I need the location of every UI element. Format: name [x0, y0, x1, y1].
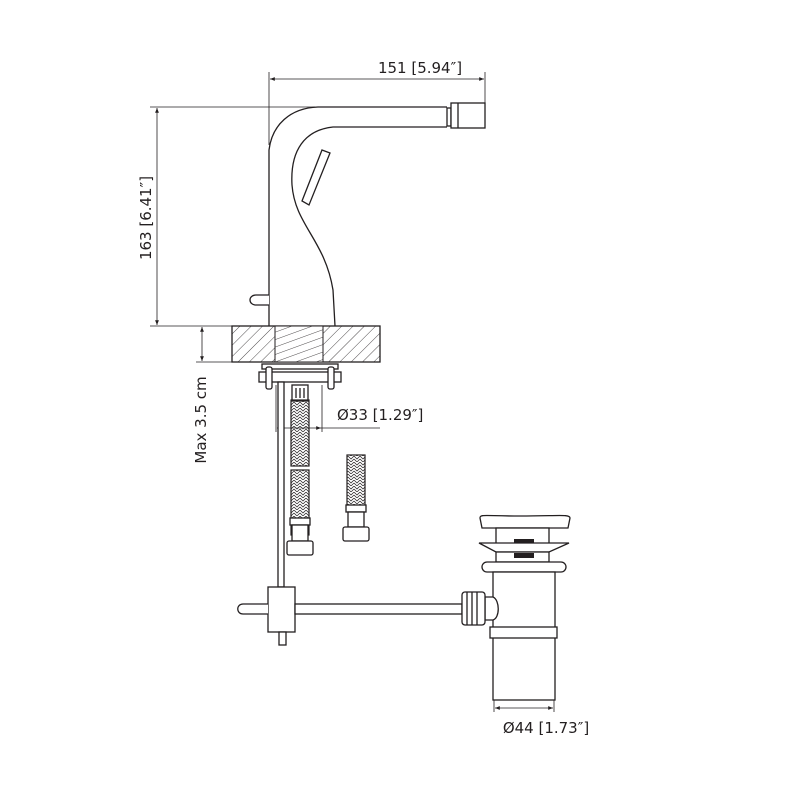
height-dimension: 163 [6.41″] — [137, 106, 315, 327]
mounting-hardware — [258, 363, 342, 402]
drain-diameter-dimension: Ø44 [1.73″] — [493, 700, 589, 737]
pop-up-drain — [461, 514, 571, 701]
drain-diameter-label: Ø44 [1.73″] — [503, 719, 589, 737]
reach-label: 151 [5.94″] — [378, 59, 462, 77]
supply-hose-1 — [286, 399, 314, 556]
lever-handle — [301, 149, 331, 206]
drain-cap — [479, 514, 571, 529]
countertop-section — [231, 325, 381, 363]
thickness-dimension: Max 3.5 cm — [192, 327, 232, 464]
height-label: 163 [6.41″] — [137, 176, 155, 260]
spout-nozzle — [450, 102, 486, 129]
supply-hose-2 — [342, 454, 370, 542]
pivot-nut — [461, 591, 486, 626]
mount-diameter-label: Ø33 [1.29″] — [337, 406, 423, 424]
pivot-rod — [294, 603, 463, 615]
thickness-label: Max 3.5 cm — [192, 376, 210, 463]
faucet-body — [249, 102, 486, 327]
pull-rod — [237, 381, 463, 646]
reach-dimension: 151 [5.94″] — [268, 59, 486, 145]
side-knob — [249, 294, 269, 306]
